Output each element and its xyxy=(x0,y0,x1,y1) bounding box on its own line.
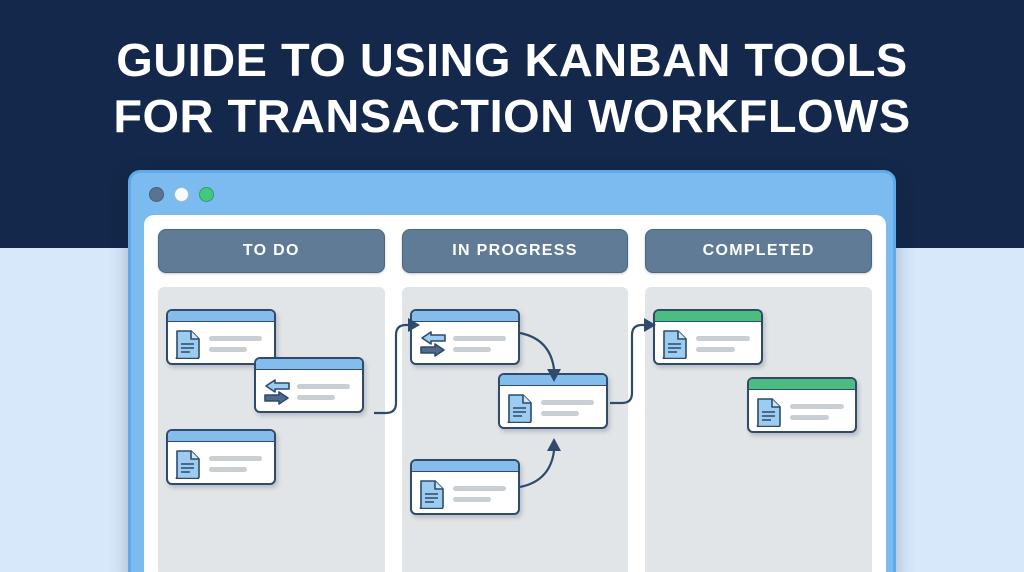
column-header-in-progress[interactable]: IN PROGRESS xyxy=(401,229,629,273)
document-icon xyxy=(175,329,201,359)
card-content xyxy=(168,442,274,483)
placeholder-line xyxy=(297,394,336,400)
transfer-icon xyxy=(263,377,290,407)
placeholder-line xyxy=(696,335,750,341)
close-dot-icon[interactable] xyxy=(149,186,164,202)
card-accent-bar xyxy=(168,431,274,442)
document-icon xyxy=(756,397,782,427)
transfer-icon xyxy=(419,329,446,359)
card-content xyxy=(412,322,518,363)
kanban-column-completed: COMPLETED xyxy=(645,229,873,572)
document-icon xyxy=(662,329,688,359)
placeholder-line xyxy=(540,410,579,416)
window-titlebar xyxy=(131,173,893,215)
card-accent-bar xyxy=(411,311,518,322)
card-in-progress-3[interactable] xyxy=(409,459,520,515)
card-todo-3[interactable] xyxy=(166,429,276,485)
column-dropzone-completed[interactable] xyxy=(645,287,873,572)
placeholder-line xyxy=(452,485,507,491)
kanban-column-in-progress: IN PROGRESS xyxy=(401,229,629,572)
card-placeholder-lines xyxy=(452,335,511,352)
placeholder-line xyxy=(209,455,263,461)
card-content xyxy=(256,370,362,411)
placeholder-line xyxy=(790,403,844,409)
card-accent-bar xyxy=(499,375,606,386)
column-dropzone-todo[interactable] xyxy=(158,287,385,572)
minimize-dot-icon[interactable] xyxy=(174,186,189,202)
card-accent-bar xyxy=(411,461,518,472)
placeholder-line xyxy=(790,414,829,420)
card-placeholder-lines xyxy=(209,455,267,472)
card-placeholder-lines xyxy=(297,383,355,400)
placeholder-line xyxy=(696,346,735,352)
page-title-line-1: GUIDE TO USING KANBAN TOOLS xyxy=(116,34,908,86)
placeholder-line xyxy=(209,346,248,352)
placeholder-line xyxy=(209,335,263,341)
card-placeholder-lines xyxy=(452,485,511,502)
kanban-board: TO DO xyxy=(158,229,873,572)
column-header-todo[interactable]: TO DO xyxy=(158,229,385,273)
card-in-progress-2[interactable] xyxy=(497,373,608,429)
placeholder-line xyxy=(209,466,248,472)
page-title-line-2: FOR TRANSACTION WORKFLOWS xyxy=(113,90,911,142)
kanban-column-todo: TO DO xyxy=(158,229,385,572)
column-header-completed[interactable]: COMPLETED xyxy=(645,229,873,273)
card-placeholder-lines xyxy=(540,399,599,416)
card-accent-bar xyxy=(168,311,274,322)
card-accent-bar xyxy=(655,311,762,322)
placeholder-line xyxy=(452,496,491,502)
card-content xyxy=(168,322,274,363)
browser-window: TO DO xyxy=(128,170,896,572)
card-in-progress-1[interactable] xyxy=(409,309,520,365)
column-dropzone-in-progress[interactable] xyxy=(401,287,629,572)
placeholder-line xyxy=(297,383,351,389)
card-placeholder-lines xyxy=(696,335,754,352)
card-todo-1[interactable] xyxy=(166,309,276,365)
document-icon xyxy=(175,449,201,479)
card-accent-bar xyxy=(749,379,856,390)
card-content xyxy=(655,322,761,363)
document-icon xyxy=(419,479,445,509)
placeholder-line xyxy=(452,335,507,341)
page-title: GUIDE TO USING KANBAN TOOLS FOR TRANSACT… xyxy=(0,32,1024,144)
card-todo-2[interactable] xyxy=(254,357,364,413)
card-placeholder-lines xyxy=(209,335,267,352)
maximize-dot-icon[interactable] xyxy=(199,186,214,202)
card-content xyxy=(749,390,855,431)
card-content xyxy=(412,472,518,513)
window-content: TO DO xyxy=(144,215,886,572)
card-placeholder-lines xyxy=(790,403,848,420)
placeholder-line xyxy=(540,399,595,405)
document-icon xyxy=(507,393,533,423)
card-completed-2[interactable] xyxy=(747,377,858,433)
placeholder-line xyxy=(452,346,491,352)
card-content xyxy=(500,386,606,427)
card-completed-1[interactable] xyxy=(653,309,764,365)
card-accent-bar xyxy=(256,359,362,370)
